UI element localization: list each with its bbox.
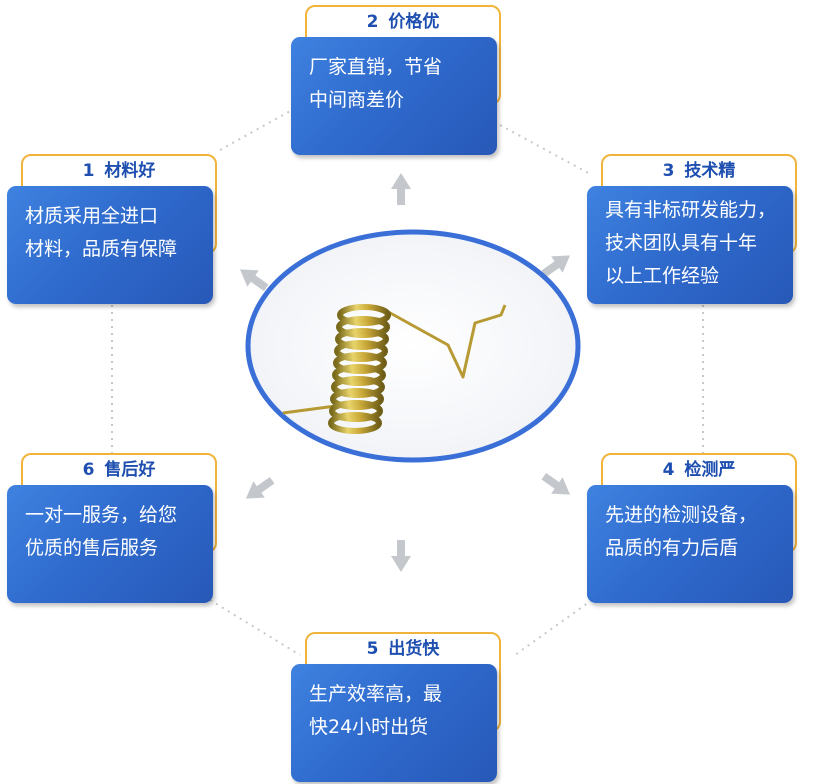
feature-line: 厂家直销，节省	[309, 56, 443, 78]
feature-line: 技术团队具有十年	[605, 232, 758, 254]
feature-line: 先进的检测设备，	[605, 504, 758, 526]
feature-title-text: 出货快	[388, 639, 440, 659]
center-product-image	[245, 229, 581, 463]
feature-title: 4 检测严	[601, 455, 797, 485]
feature-card: 材质采用全进口 材料，品质有保障	[7, 186, 213, 304]
feature-number: 1	[82, 161, 95, 181]
feature-card: 生产效率高，最 快24小时出货	[291, 664, 497, 782]
feature-line: 快24小时出货	[309, 716, 429, 738]
feature-2: 2 价格优 厂家直销，节省 中间商差价	[291, 5, 501, 155]
dotted-line-4-5	[514, 599, 593, 656]
dotted-line-6-5	[209, 599, 301, 656]
feature-line: 优质的售后服务	[25, 537, 159, 559]
feature-number: 2	[366, 12, 379, 32]
feature-line: 材质采用全进口	[25, 205, 159, 227]
feature-line: 中间商差价	[309, 89, 405, 111]
dotted-line-1-2	[219, 109, 293, 151]
feature-line: 一对一服务，给您	[25, 504, 178, 526]
feature-title-text: 检测严	[684, 460, 736, 480]
circle-frame	[245, 229, 581, 463]
dotted-connectors	[111, 109, 704, 656]
feature-title-text: 材料好	[104, 161, 156, 181]
feature-title: 5 出货快	[305, 634, 501, 664]
arrow-up	[391, 173, 411, 205]
arrow-lower-right	[541, 472, 571, 495]
arrow-upper-right	[541, 255, 571, 278]
feature-title: 6 售后好	[21, 455, 217, 485]
feature-title-text: 技术精	[684, 161, 736, 181]
feature-6: 6 售后好 一对一服务，给您 优质的售后服务	[7, 453, 217, 603]
feature-line: 材料，品质有保障	[25, 238, 178, 260]
feature-line: 以上工作经验	[605, 265, 720, 287]
arrow-lower-left	[245, 476, 275, 499]
arrow-down	[391, 540, 411, 572]
arrow-upper-left	[239, 269, 269, 292]
torsion-spring-icon	[282, 304, 507, 434]
feature-line: 品质的有力后盾	[605, 537, 739, 559]
feature-number: 3	[662, 161, 675, 181]
feature-number: 6	[82, 460, 95, 480]
feature-5: 5 出货快 生产效率高，最 快24小时出货	[291, 632, 501, 782]
feature-1: 1 材料好 材质采用全进口 材料，品质有保障	[7, 154, 217, 304]
feature-title-text: 售后好	[104, 460, 156, 480]
feature-title: 3 技术精	[601, 156, 797, 186]
feature-card: 厂家直销，节省 中间商差价	[291, 37, 497, 155]
feature-line: 生产效率高，最	[309, 683, 443, 705]
feature-card: 先进的检测设备， 品质的有力后盾	[587, 485, 793, 603]
feature-card: 一对一服务，给您 优质的售后服务	[7, 485, 213, 603]
dotted-line-2-3	[499, 124, 593, 176]
feature-number: 5	[366, 639, 379, 659]
feature-4: 4 检测严 先进的检测设备， 品质的有力后盾	[587, 453, 797, 603]
feature-title: 2 价格优	[305, 7, 501, 37]
feature-card: 具有非标研发能力， 技术团队具有十年 以上工作经验	[587, 186, 793, 304]
arrows	[239, 173, 571, 572]
feature-3: 3 技术精 具有非标研发能力， 技术团队具有十年 以上工作经验	[587, 154, 797, 304]
feature-title: 1 材料好	[21, 156, 217, 186]
feature-number: 4	[662, 460, 675, 480]
feature-title-text: 价格优	[388, 12, 440, 32]
feature-line: 具有非标研发能力，	[605, 199, 777, 221]
